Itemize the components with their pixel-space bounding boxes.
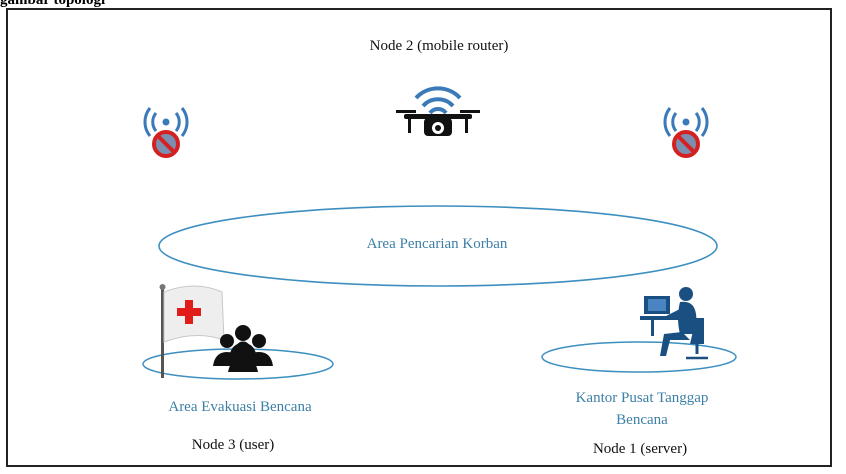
node-1-label: Node 1 (server): [592, 441, 688, 457]
node-3-label: Node 3 (user): [191, 437, 275, 453]
no-signal-icon: [663, 107, 709, 158]
evacuation-area-label: Area Evakuasi Bencana: [168, 399, 312, 415]
search-area-label: Area Pencarian Korban: [366, 236, 508, 252]
node-2-label: Node 2 (mobile router): [369, 38, 509, 54]
operator-computer-icon: [640, 287, 708, 360]
hq-area-label-line1: Kantor Pusat Tanggap: [575, 390, 709, 406]
search-area-ellipse: [158, 205, 718, 287]
hq-area-ellipse: [541, 341, 737, 373]
hq-area-label-line2: Bencana: [616, 412, 668, 428]
page-heading: gambar topologi: [0, 0, 106, 8]
people-icon: [213, 325, 273, 372]
flag-icon: [159, 284, 225, 378]
drone-icon: [396, 86, 480, 136]
no-signal-icon: [143, 107, 189, 158]
diagram-frame: [6, 8, 832, 467]
